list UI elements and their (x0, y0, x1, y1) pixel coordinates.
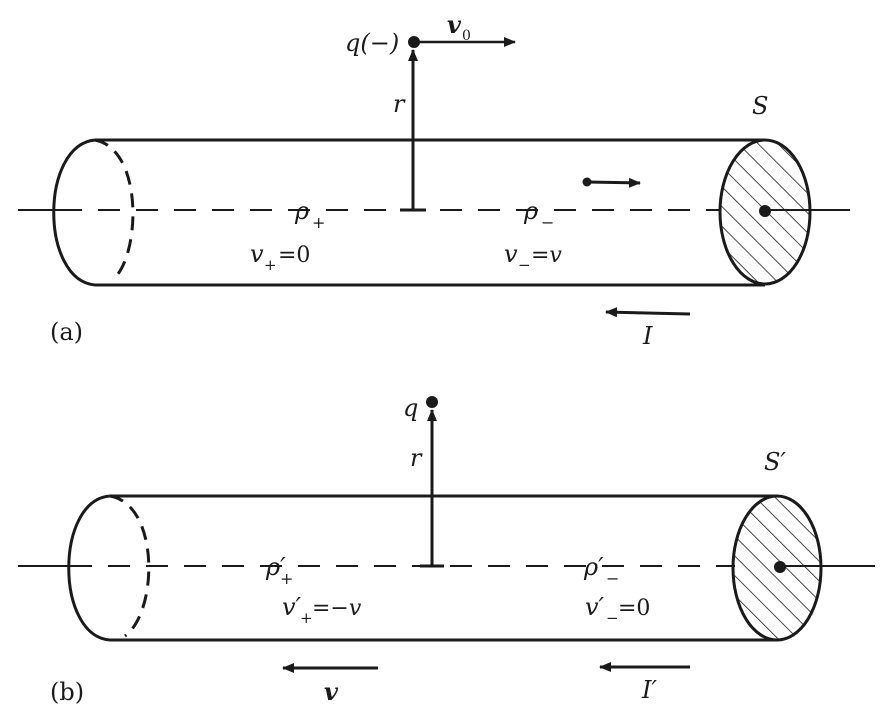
radius-label-a: r (393, 90, 406, 118)
v-minus-a-rhs: =v (531, 243, 562, 268)
rho-minus-a-sub: − (541, 213, 554, 232)
velocity-label-v0: v (447, 10, 462, 39)
v-minus-b: v′ (585, 593, 605, 621)
charge-q-b (426, 396, 438, 408)
v-plus-b: v′ (282, 593, 302, 621)
v-plus-a-rhs: =0 (278, 243, 310, 268)
v-plus-b-sub: + (300, 609, 313, 627)
caption-a: (a) (50, 318, 83, 346)
cylinder-b (67, 494, 823, 642)
surface-label-s-prime: S′ (764, 448, 786, 476)
charge-label-b: q (403, 394, 418, 422)
cylinder-a-left-back (94, 138, 135, 282)
v-minus-b-rhs: =0 (618, 596, 650, 621)
charge-label-a: q(−) (345, 29, 399, 57)
caption-b: (b) (50, 678, 84, 706)
rho-minus-a: ρ (523, 197, 538, 225)
v-minus-a-sub: − (518, 256, 531, 274)
cross-section-s-center-dot (759, 205, 771, 217)
cylinder-a (52, 138, 812, 287)
rho-plus-a-sub: + (312, 213, 325, 232)
electron-drift-arrow (586, 177, 641, 188)
velocity-label-v0-sub: 0 (462, 28, 471, 44)
current-label-i-prime: I′ (641, 676, 657, 704)
panel-b: q r S′ ρ′ + ρ′ − v′ + =−v v′ − =0 v I′ (… (18, 394, 875, 706)
rho-plus-b-sub: + (280, 569, 293, 588)
current-label-i: I (642, 322, 653, 350)
rho-plus-b: ρ′ (265, 553, 286, 581)
v-plus-a-sub: + (264, 256, 277, 274)
v-minus-b-sub: − (606, 609, 619, 627)
v-minus-a: v (504, 240, 518, 268)
rho-plus-a: ρ (294, 197, 309, 225)
cylinder-b-left-back (109, 494, 151, 638)
v-plus-b-rhs: =−v (312, 596, 362, 621)
current-i-arrow (605, 307, 691, 318)
radius-label-b: r (410, 444, 423, 472)
panel-a: q(−) v 0 r S ρ + ρ − v + =0 v − =v I (a) (18, 10, 850, 350)
rho-minus-b-sub: − (606, 569, 619, 588)
v-plus-a: v (250, 240, 264, 268)
cross-section-s-prime-center-dot (774, 561, 786, 573)
cylinder-a-left-cap (52, 138, 96, 287)
rho-minus-b: ρ′ (583, 553, 604, 581)
cylinder-b-left-cap (67, 494, 111, 642)
surface-label-s: S (752, 92, 768, 120)
velocity-label-v-b: v (324, 677, 339, 706)
